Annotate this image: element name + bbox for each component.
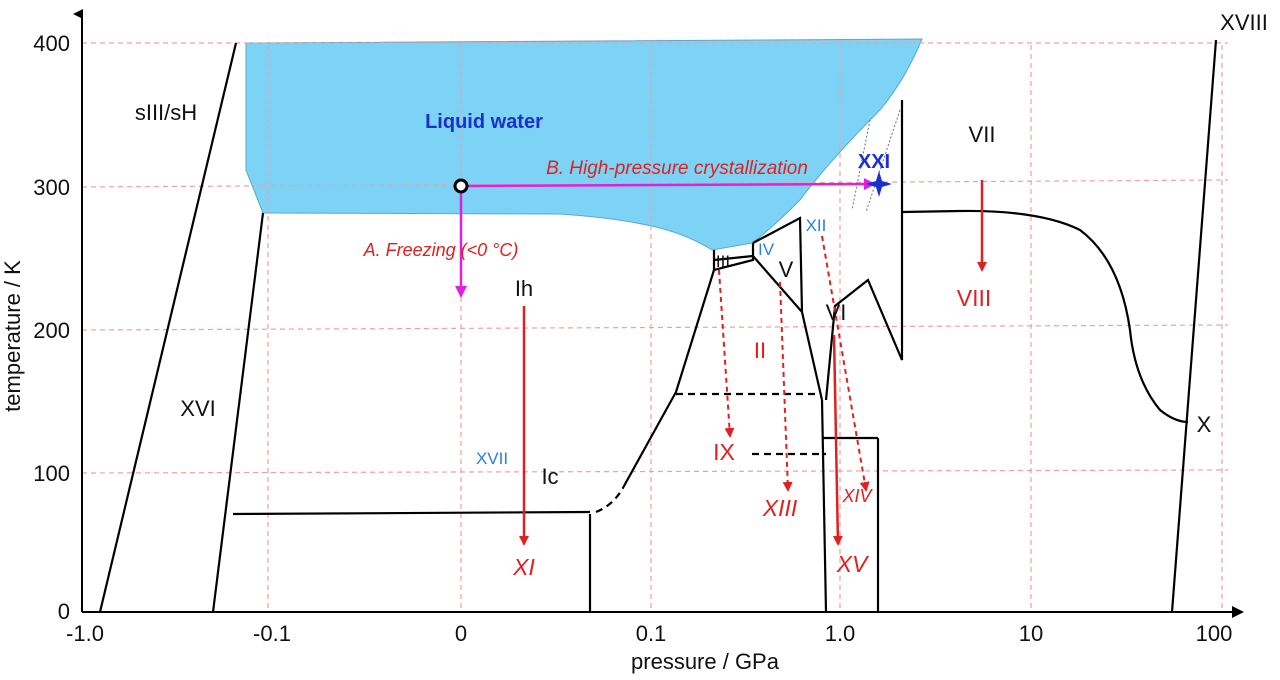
transition-arrows — [519, 180, 987, 546]
ih-label: Ih — [515, 276, 533, 301]
arrow-high-pressure — [465, 178, 876, 191]
x-tick-1: 1.0 — [825, 621, 856, 646]
y-tick-100: 100 — [33, 461, 70, 486]
x-tick-100: 100 — [1196, 621, 1233, 646]
start-point — [453, 178, 469, 194]
x-label: X — [1197, 412, 1212, 437]
iv-label: IV — [758, 240, 775, 259]
arrow-xii-to-xiv — [821, 235, 870, 492]
x-tick-labels: -1.0 -0.1 0 0.1 1.0 10 100 — [66, 621, 1232, 646]
x-tick-01: 0.1 — [636, 621, 667, 646]
xiv-label: XIV — [841, 486, 873, 506]
grid — [81, 42, 1229, 610]
arrow-v-to-xiii — [779, 281, 793, 492]
y-tick-200: 200 — [33, 318, 70, 343]
x-tick-0: 0 — [455, 621, 467, 646]
xvii-label: XVII — [476, 449, 508, 468]
viii-label: VIII — [957, 285, 992, 311]
y-tick-0: 0 — [58, 599, 70, 624]
liquid-label: Liquid water — [425, 111, 543, 133]
vii-label: VII — [969, 122, 996, 147]
x-tick-neg01: -0.1 — [253, 621, 291, 646]
xxi-star — [866, 171, 892, 197]
ix-label: IX — [713, 439, 735, 465]
y-tick-400: 400 — [33, 31, 70, 56]
x-tick-10: 10 — [1019, 621, 1043, 646]
freezing-annotation: A. Freezing (<0 °C) — [363, 240, 519, 260]
y-tick-300: 300 — [33, 175, 70, 200]
high-pressure-annotation: B. High-pressure crystallization — [546, 158, 808, 179]
x-axis-title: pressure / GPa — [631, 649, 780, 674]
xiii-label: XIII — [762, 495, 798, 521]
y-tick-labels: 400 300 200 100 0 — [33, 31, 70, 624]
xv-label: XV — [836, 551, 870, 577]
xviii-label: XVIII — [1220, 10, 1268, 35]
phase-labels: Liquid water sIII/sH XVI Ih Ic XVII XI I… — [135, 10, 1268, 580]
phase-boundaries — [98, 39, 1218, 613]
xii-label: XII — [806, 216, 827, 235]
ii-label: II — [754, 338, 766, 363]
xvi-label: XVI — [180, 396, 215, 421]
arrow-vi-to-xv — [832, 334, 843, 546]
v-label: V — [779, 257, 794, 282]
arrow-iii-to-ix — [718, 269, 735, 438]
xi-label: XI — [512, 554, 535, 580]
liquid-region — [245, 38, 923, 251]
xxi-label: XXI — [858, 151, 890, 173]
x-tick-neg1: -1.0 — [66, 621, 104, 646]
vi-label: VI — [826, 300, 847, 325]
y-axis-title: temperature / K — [0, 260, 25, 412]
iii-label: III — [716, 252, 730, 271]
siii-sh-label: sIII/sH — [135, 100, 197, 125]
ic-label: Ic — [541, 464, 558, 489]
axes — [73, 9, 1244, 618]
process-arrows — [453, 171, 892, 298]
